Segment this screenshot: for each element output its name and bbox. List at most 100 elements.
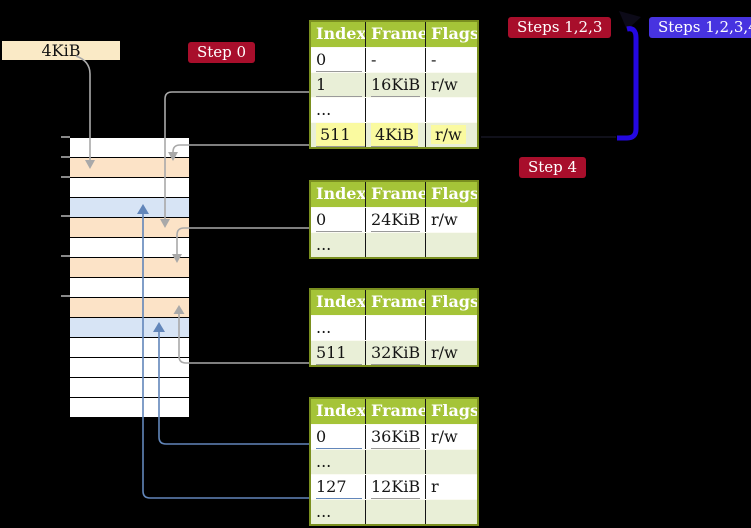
cell-value: 16KiB: [371, 73, 421, 97]
column-header: Frame: [365, 290, 425, 315]
cell-value: -: [431, 50, 437, 69]
cell-value: r/w: [431, 125, 466, 144]
cell-value: ...: [316, 502, 332, 521]
cell-value: ...: [316, 235, 332, 254]
table-cell: 511: [311, 123, 365, 147]
cell-value: 0: [316, 208, 362, 232]
badge-steps-1-2-3: Steps 1,2,3: [508, 17, 612, 38]
cell-value: ...: [316, 452, 332, 471]
cell-value: 32KiB: [371, 341, 421, 365]
cell-value: ...: [316, 100, 332, 119]
cell-value: r: [431, 477, 439, 496]
table-cell: 1: [311, 73, 365, 97]
cell-value: 12KiB: [371, 475, 421, 499]
physical-memory-column: [69, 137, 190, 418]
cell-value: ...: [316, 318, 332, 337]
memory-frame-free: [69, 358, 190, 378]
table-cell: r/w: [425, 73, 477, 97]
badge-step-4: Step 4: [519, 157, 587, 178]
table-row: ...: [311, 232, 477, 257]
memory-frame-page-table: [69, 218, 190, 238]
column-header: Flags: [425, 290, 477, 315]
cell-value: r/w: [431, 427, 458, 446]
memory-frame-free: [69, 398, 190, 418]
connector-l3-entry0-arrow: [176, 227, 309, 254]
table-cell: ...: [311, 500, 365, 524]
table-row: 0 36KiB r/w: [311, 424, 477, 449]
connector-l2-entry511-arrow: [178, 314, 309, 364]
cell-value: 511: [316, 341, 362, 365]
table-cell: 32KiB: [365, 341, 425, 365]
column-header: Index: [316, 292, 365, 311]
table-cell: [425, 450, 477, 474]
memory-frame-free: [69, 178, 190, 198]
frame-address-tick: [61, 215, 70, 217]
column-header: Flags: [425, 399, 477, 424]
badge-steps-1-2-3-4: Steps 1,2,3,4: [649, 17, 751, 38]
table-cell: [365, 233, 425, 257]
cell-value: 0: [316, 425, 362, 449]
table-cell: r/w: [425, 341, 477, 365]
column-header: Index: [316, 401, 365, 420]
table-cell: 16KiB: [365, 73, 425, 97]
table-cell: 4KiB: [365, 123, 425, 147]
table-cell: [425, 98, 477, 122]
badge-step-0: Step 0: [188, 42, 256, 63]
table-cell: 127: [311, 475, 365, 499]
table-cell: ...: [311, 233, 365, 257]
table-row: 0--: [311, 47, 477, 72]
arrowhead-black-steps123-icon: [619, 11, 641, 30]
table-cell: -: [425, 48, 477, 72]
column-header: Frame: [365, 399, 425, 424]
table-cell: [365, 316, 425, 340]
column-header: Flags: [425, 182, 477, 207]
memory-frame-free: [69, 278, 190, 298]
connector-l4-entry511-arrow: [172, 144, 309, 153]
table-cell: 24KiB: [365, 208, 425, 232]
frame-address-tick: [61, 176, 70, 178]
table-cell: [365, 450, 425, 474]
cell-value: 36KiB: [371, 425, 421, 449]
table-cell: [365, 500, 425, 524]
memory-frame-page-table: [69, 258, 190, 278]
memory-frame-mapped-page: [69, 318, 190, 338]
memory-frame-free: [69, 338, 190, 358]
table-cell: 0: [311, 425, 365, 449]
table-cell: ...: [311, 316, 365, 340]
table-cell: r/w: [425, 208, 477, 232]
column-header: Index: [316, 184, 365, 203]
table-cell: -: [365, 48, 425, 72]
table-cell: r: [425, 475, 477, 499]
cell-value: 4KiB: [371, 123, 419, 147]
cell-value: 511: [316, 123, 365, 147]
column-header: Index: [316, 24, 365, 43]
table-cell: [425, 233, 477, 257]
table-cell: 0: [311, 208, 365, 232]
column-header: Frame: [365, 182, 425, 207]
table-cell: [365, 98, 425, 122]
table-cell: ...: [311, 450, 365, 474]
memory-frame-free: [69, 238, 190, 258]
column-header: Frame: [365, 22, 425, 47]
memory-frame-mapped-page: [69, 198, 190, 218]
cell-value: -: [371, 50, 377, 69]
table-row: ...: [311, 449, 477, 474]
frame-address-tick: [61, 295, 70, 297]
table-cell: r/w: [425, 123, 477, 147]
table-row: ...: [311, 499, 477, 524]
frame-address-tick: [61, 255, 70, 257]
cell-value: 0: [316, 48, 362, 72]
table-cell: 36KiB: [365, 425, 425, 449]
frame-address-tick: [61, 156, 70, 158]
table-cell: [425, 316, 477, 340]
table-cell: 0: [311, 48, 365, 72]
